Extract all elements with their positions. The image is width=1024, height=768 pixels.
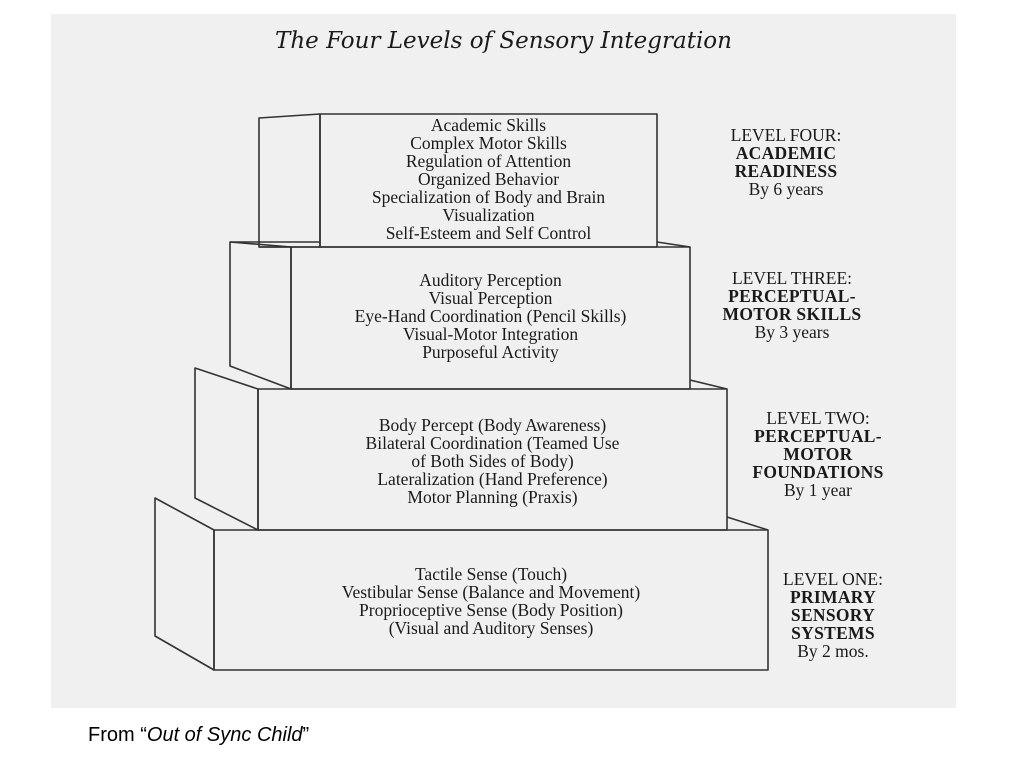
list-item: Vestibular Sense (Balance and Movement) (341, 582, 641, 602)
caption-prefix: From “ (88, 724, 147, 746)
level-category: ACADEMIC (735, 143, 837, 163)
list-item: Eye-Hand Coordination (Pencil Skills) (354, 306, 627, 326)
level-name: LEVEL FOUR: (730, 125, 842, 145)
list-item: Bilateral Coordination (Teamed Use (365, 433, 620, 453)
list-item: Visual Perception (428, 288, 553, 308)
level-age: By 2 mos. (797, 641, 869, 661)
list-item: Auditory Perception (419, 270, 562, 290)
list-item: Lateralization (Hand Preference) (377, 469, 608, 489)
level-age: By 1 year (783, 480, 853, 500)
source-caption: From “Out of Sync Child” (88, 724, 309, 747)
level-age: By 3 years (754, 322, 830, 342)
level-category: PRIMARY (789, 587, 877, 607)
list-item: Complex Motor Skills (410, 133, 567, 153)
list-item: Purposeful Activity (422, 342, 559, 362)
level-two-label: LEVEL TWO: PERCEPTUAL- MOTOR FOUNDATIONS… (728, 409, 908, 499)
level-category: READINESS (734, 161, 838, 181)
level-category: FOUNDATIONS (752, 462, 884, 482)
level-name: LEVEL TWO: (766, 408, 870, 428)
level-three-items: Auditory Perception Visual Perception Ey… (291, 271, 690, 361)
level-three-label: LEVEL THREE: PERCEPTUAL- MOTOR SKILLS By… (702, 269, 882, 341)
list-item: Regulation of Attention (405, 151, 572, 171)
level-one-items: Tactile Sense (Touch) Vestibular Sense (… (214, 565, 768, 637)
level-category: MOTOR (783, 444, 853, 464)
list-item: Proprioceptive Sense (Body Position) (359, 600, 623, 620)
list-item: Specialization of Body and Brain (371, 187, 606, 207)
level-four-items: Academic Skills Complex Motor Skills Reg… (320, 116, 657, 242)
list-item: of Both Sides of Body) (411, 451, 574, 471)
level-age: By 6 years (748, 179, 824, 199)
scanned-figure-panel (51, 14, 956, 708)
level-two-items: Body Percept (Body Awareness) Bilateral … (258, 416, 727, 506)
level-category: SENSORY (790, 605, 876, 625)
level-four-label: LEVEL FOUR: ACADEMIC READINESS By 6 year… (696, 126, 876, 198)
level-one-label: LEVEL ONE: PRIMARY SENSORY SYSTEMS By 2 … (748, 570, 918, 660)
list-item: Tactile Sense (Touch) (414, 564, 568, 584)
list-item: Visual-Motor Integration (402, 324, 579, 344)
caption-source-title: Out of Sync Child (146, 724, 303, 746)
list-item: Organized Behavior (417, 169, 560, 189)
list-item: Body Percept (Body Awareness) (378, 415, 607, 435)
level-category: MOTOR SKILLS (722, 304, 862, 324)
list-item: Visualization (442, 205, 535, 225)
block-level-one (154, 497, 769, 671)
list-item: (Visual and Auditory Senses) (388, 618, 594, 638)
level-category: PERCEPTUAL- (728, 286, 856, 306)
level-name: LEVEL ONE: (783, 569, 883, 589)
caption-suffix: ” (302, 724, 310, 746)
list-item: Self-Esteem and Self Control (385, 223, 592, 243)
level-category: SYSTEMS (791, 623, 875, 643)
level-category: PERCEPTUAL- (754, 426, 882, 446)
level-name: LEVEL THREE: (731, 268, 853, 288)
diagram-title: The Four Levels of Sensory Integration (275, 28, 732, 54)
list-item: Academic Skills (430, 115, 547, 135)
list-item: Motor Planning (Praxis) (407, 487, 578, 507)
